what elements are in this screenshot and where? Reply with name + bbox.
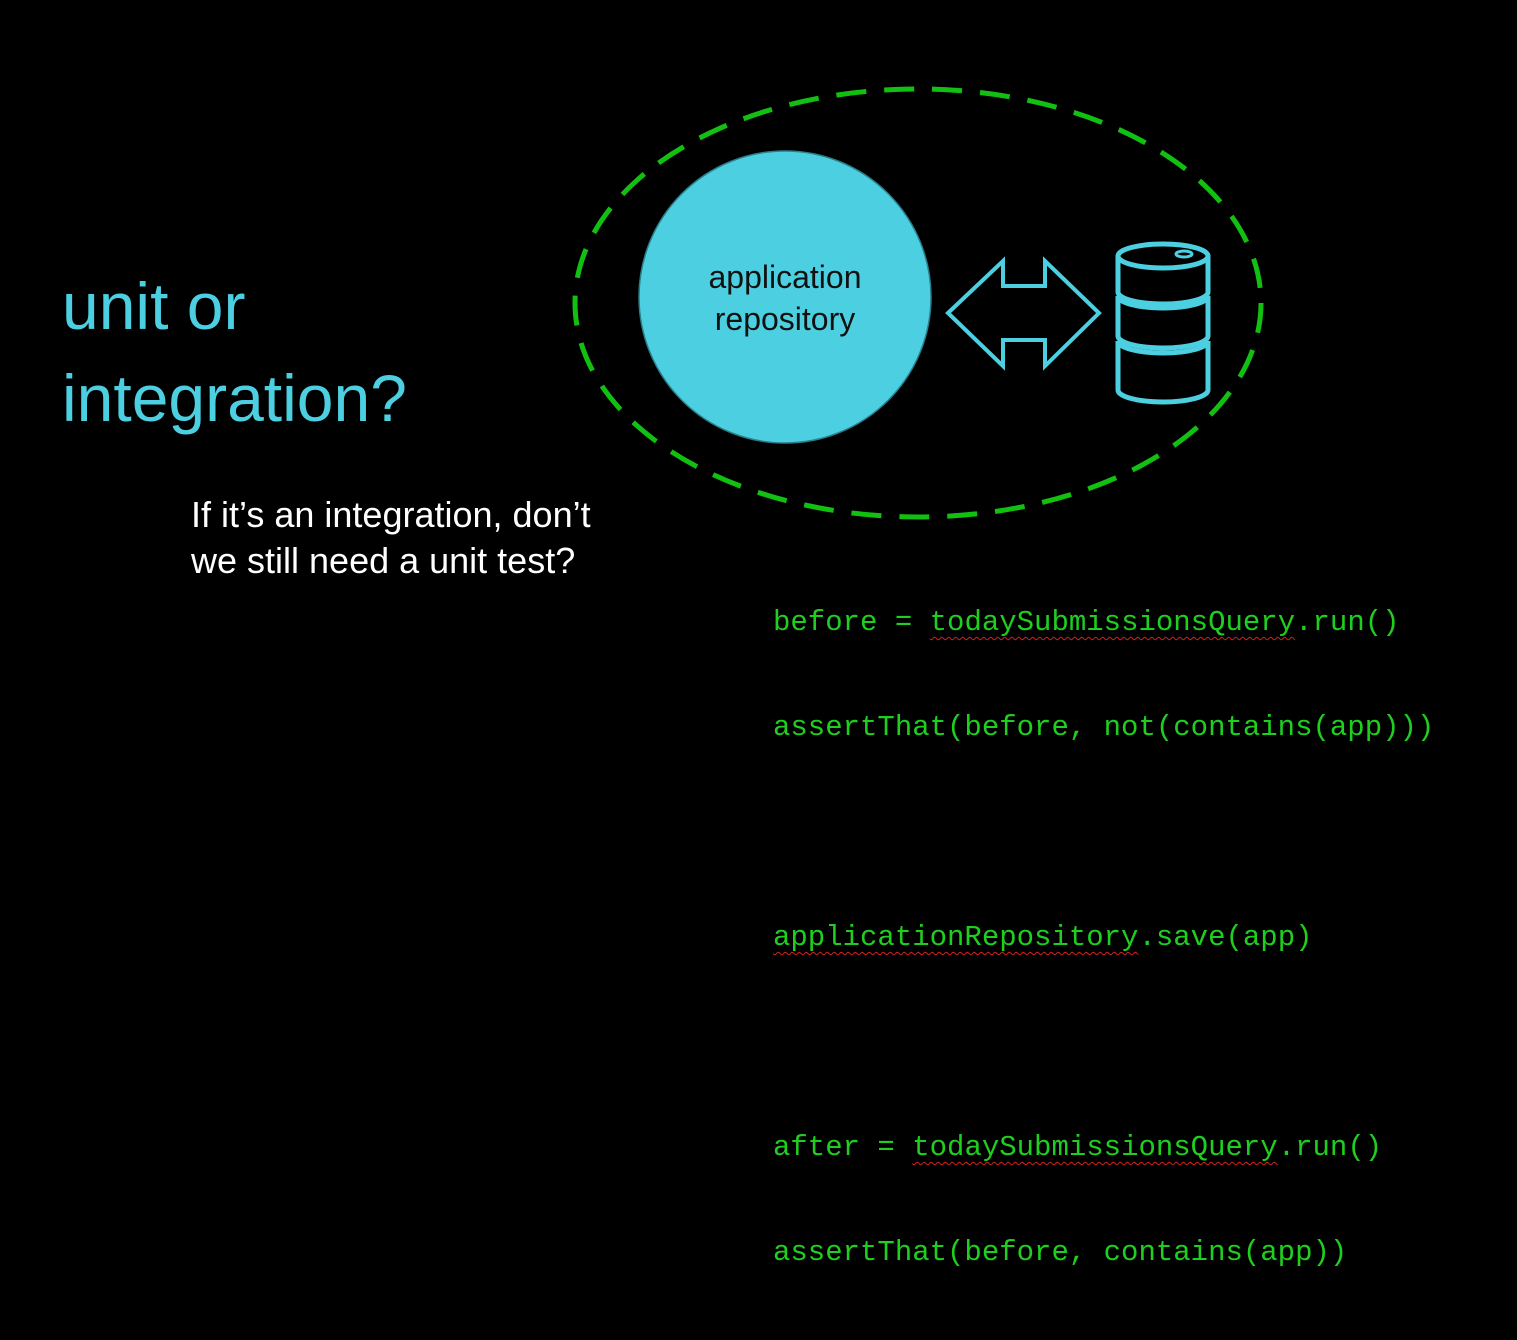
question-text: If it’s an integration, don’t we still n…	[191, 492, 591, 584]
question-line-2: we still need a unit test?	[191, 540, 576, 581]
question-line-1: If it’s an integration, don’t	[191, 494, 591, 535]
code-line-3: applicationRepository.save(app)	[773, 920, 1434, 955]
component-label-line-2: repository	[715, 301, 856, 337]
code-token: .save(app)	[1138, 921, 1313, 954]
slide: unit or integration? If it’s an integrat…	[62, 86, 1435, 1269]
code-block: before = todaySubmissionsQuery.run() ass…	[773, 535, 1434, 1340]
misspelled-identifier: applicationRepository	[773, 921, 1139, 954]
database-icon	[1115, 241, 1211, 405]
code-line-5: assertThat(before, contains(app))	[773, 1236, 1348, 1269]
code-blank-line	[773, 815, 1434, 850]
code-blank-line	[773, 1025, 1434, 1060]
title-line-2: integration?	[62, 361, 407, 435]
code-token: before =	[773, 606, 930, 639]
code-line-2: assertThat(before, not(contains(app)))	[773, 711, 1435, 744]
code-line-1: before = todaySubmissionsQuery.run()	[773, 605, 1434, 640]
misspelled-identifier: todaySubmissionsQuery	[929, 606, 1296, 639]
code-token: .run()	[1295, 606, 1400, 639]
application-repository-circle	[638, 150, 932, 444]
double-arrow-icon	[945, 256, 1102, 371]
test-boundary-ellipse	[572, 86, 1264, 520]
code-token: .run()	[1277, 1131, 1383, 1164]
code-line-4: after = todaySubmissionsQuery.run()	[773, 1130, 1434, 1165]
title-line-1: unit or	[62, 269, 246, 343]
misspelled-identifier: todaySubmissionsQuery	[912, 1131, 1278, 1164]
code-token: after =	[773, 1131, 913, 1164]
component-label-line-1: application	[709, 259, 862, 295]
slide-title: unit or integration?	[62, 260, 407, 444]
diagram: application repository	[572, 86, 1264, 520]
